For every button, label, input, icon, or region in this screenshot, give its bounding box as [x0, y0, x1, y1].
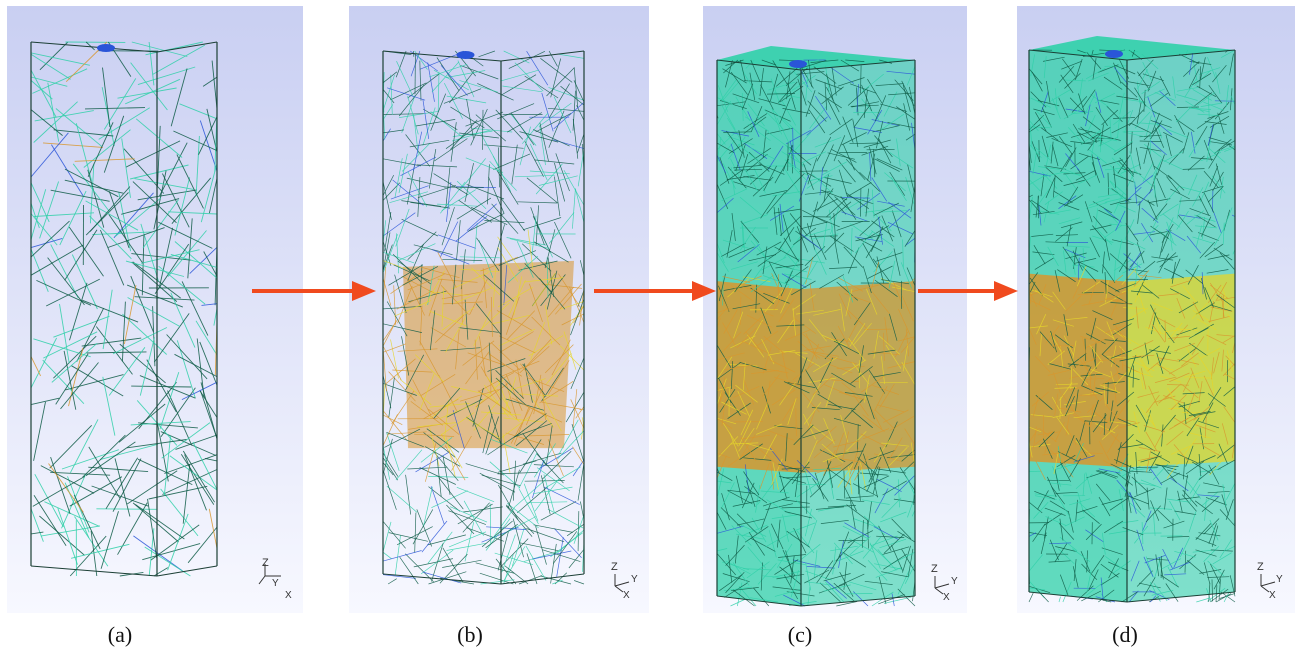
- arrow-b-to-c: [594, 281, 716, 301]
- panel-b: Z Y X: [349, 6, 649, 613]
- arrow-a-to-b: [252, 281, 376, 301]
- panel-a: Z Y X: [7, 6, 303, 613]
- mesh-lines-b: [382, 50, 585, 585]
- caption-b: (b): [457, 622, 483, 647]
- axis-z-label-d: Z: [1257, 561, 1264, 573]
- axis-triad-d: [1260, 574, 1276, 593]
- mesh-view-c: Z Y X: [703, 6, 967, 613]
- axis-triad-a: [258, 564, 281, 585]
- axis-y-label-a: Y: [272, 578, 279, 589]
- mesh-view-a: Z Y X: [7, 6, 303, 613]
- axis-z-label-c: Z: [931, 563, 938, 575]
- panel-c: Z Y X: [703, 6, 967, 613]
- mesh-lines-a: [30, 41, 218, 577]
- caption-a: (a): [107, 622, 133, 647]
- axis-x-label-b: X: [623, 590, 630, 601]
- axis-triad-b: [614, 574, 630, 593]
- mesh-view-d: Z Y X: [1017, 6, 1295, 613]
- mesh-view-b: Z Y X: [349, 6, 649, 613]
- axis-x-label-c: X: [943, 592, 950, 603]
- panel-d: Z Y X: [1017, 6, 1295, 613]
- mesh-lines-d: [1028, 36, 1236, 603]
- mesh-lines-c: [716, 46, 916, 607]
- axis-z-label-a: Z: [262, 557, 269, 569]
- arrow-c-to-d: [918, 281, 1018, 301]
- axis-y-label-c: Y: [951, 576, 958, 587]
- caption-d: (d): [1112, 622, 1138, 647]
- axis-z-label-b: Z: [611, 561, 618, 573]
- axis-x-label-d: X: [1269, 590, 1276, 601]
- axis-x-label-a: X: [285, 590, 292, 601]
- caption-c: (c): [787, 622, 813, 647]
- axis-triad-c: [934, 576, 950, 595]
- axis-y-label-b: Y: [631, 574, 638, 585]
- axis-y-label-d: Y: [1276, 574, 1283, 585]
